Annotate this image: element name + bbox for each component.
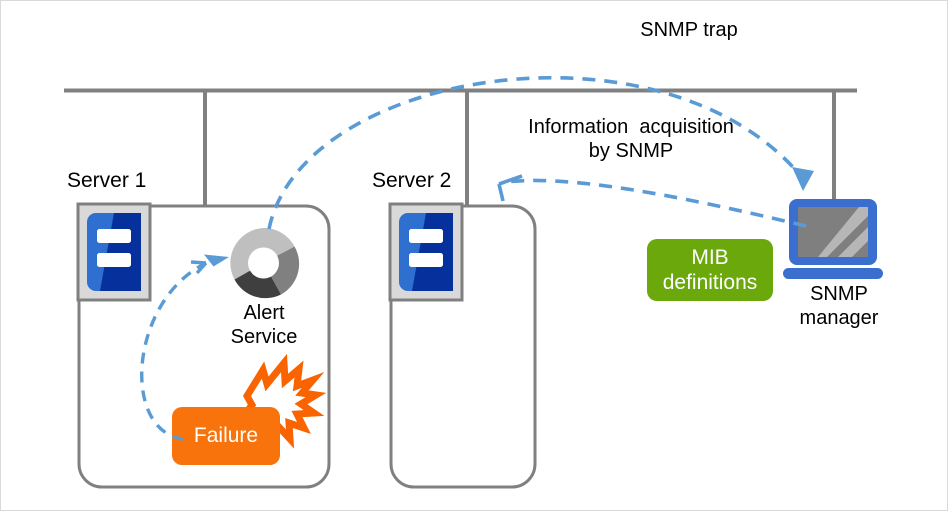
- alert-service-label-line-2: Service: [230, 326, 298, 349]
- alert-service-label-line-1: Alert: [243, 302, 285, 324]
- snmp-manager-label: SNMP manager: [785, 282, 893, 331]
- snmp-manager-label-line-1: SNMP: [810, 283, 868, 305]
- flow-failure-to-alert: [140, 254, 229, 441]
- flow-snmp-trap: [267, 76, 814, 230]
- information-acquisition-line-2: by SNMP: [588, 140, 674, 163]
- information-acquisition-line-1: Information acquisition: [528, 116, 734, 138]
- mib-definitions-line-1: MIB: [691, 245, 729, 269]
- mib-definitions-box-label: MIB definitions: [647, 239, 773, 301]
- server-icon: [76, 202, 152, 302]
- laptop-icon: [783, 199, 883, 279]
- failure-box: [172, 407, 280, 465]
- alert-service-donut-icon: [230, 227, 300, 299]
- snmp-trap-label: SNMP trap: [640, 19, 738, 41]
- flow-information-acquisition: [497, 174, 807, 228]
- server-1-label: Server 1: [67, 169, 147, 192]
- server-icon: [388, 202, 464, 302]
- server-2-label: Server 2: [372, 169, 452, 192]
- mib-definitions-line-2: definitions: [662, 271, 758, 294]
- failure-box-label: Failure: [193, 424, 259, 448]
- network-bus-group: [64, 88, 857, 207]
- snmp-manager-label-line-2: manager: [799, 307, 879, 330]
- information-acquisition-label: Information acquisition by SNMP: [501, 115, 761, 164]
- alert-service-label: Alert Service: [198, 301, 330, 350]
- mib-definitions-box: [647, 239, 773, 301]
